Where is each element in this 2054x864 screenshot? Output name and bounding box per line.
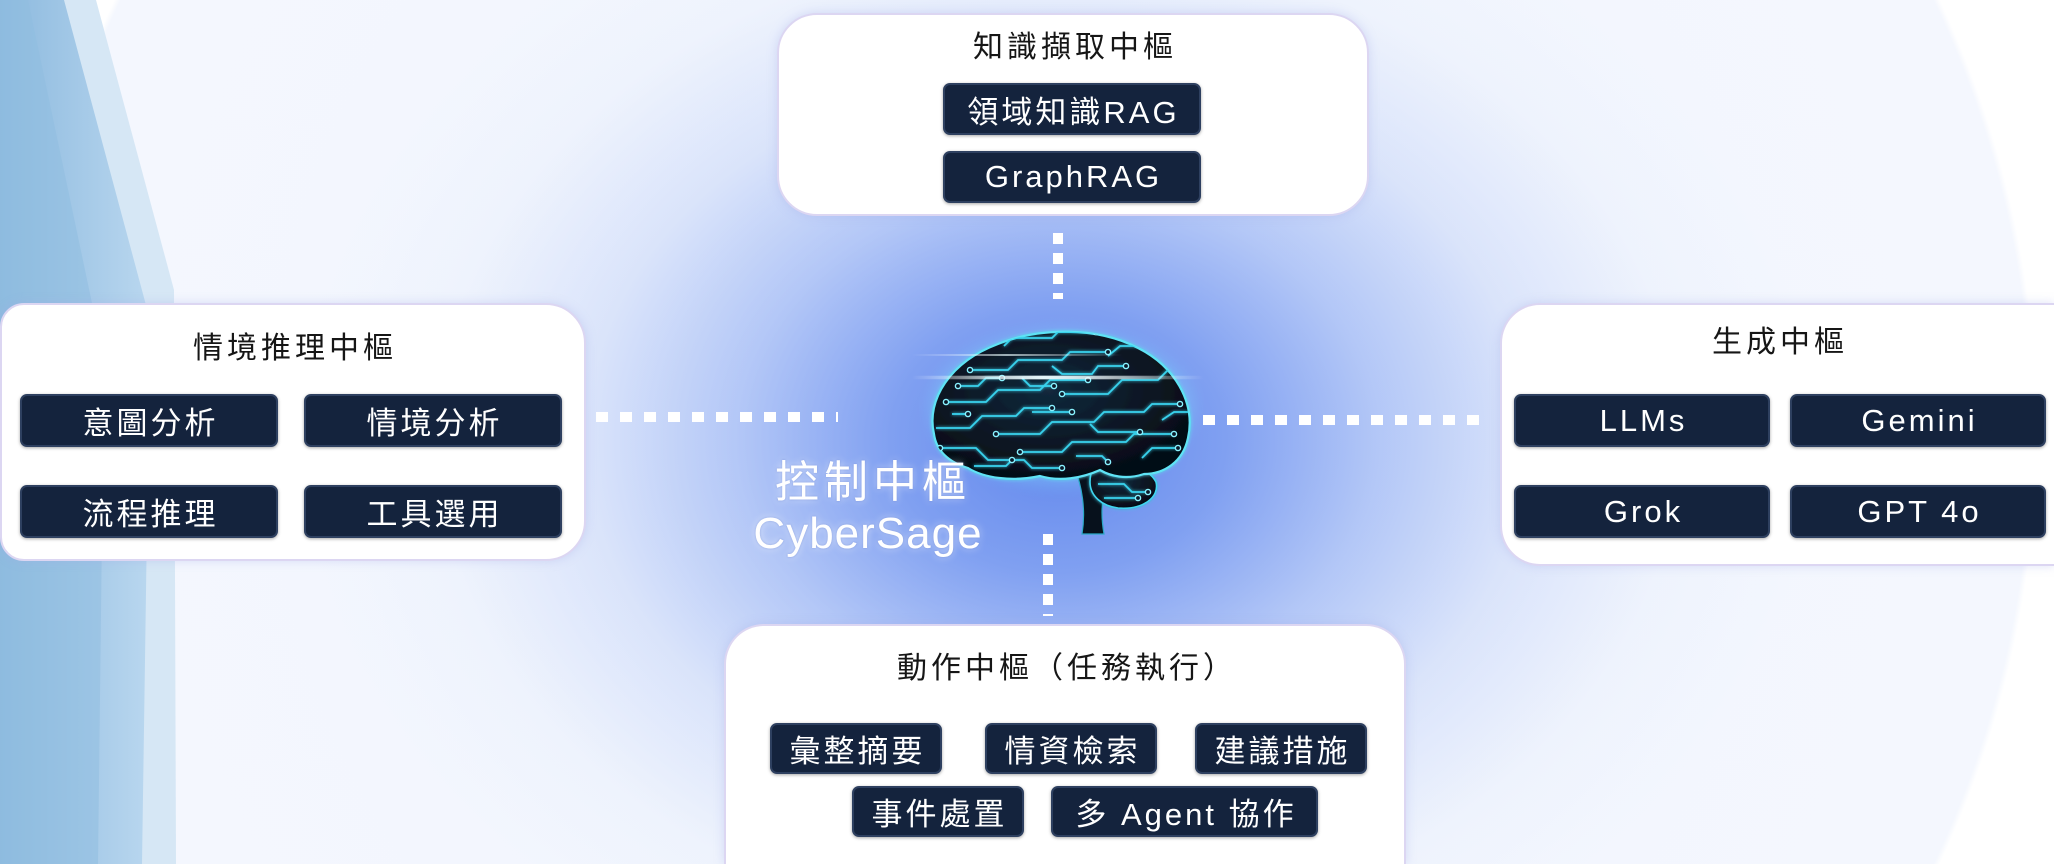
control-hub-title: 控制中樞 [775, 457, 971, 508]
knowledge-hub-title: 知識擷取中樞 [973, 30, 1177, 65]
action-item-multi-agent: 多 Agent 協作 [1051, 786, 1318, 837]
reasoning-hub-title: 情境推理中樞 [193, 331, 397, 366]
action-item-summary: 彙整摘要 [770, 723, 942, 774]
knowledge-item-graphrag: GraphRAG [943, 151, 1201, 203]
reasoning-item-process-reasoning: 流程推理 [20, 485, 278, 538]
generation-item-gemini: Gemini [1790, 394, 2046, 447]
connector-right [1203, 415, 1491, 425]
connector-top [1053, 233, 1063, 299]
connector-bottom [1043, 534, 1053, 616]
control-hub-name: CyberSage [753, 509, 983, 558]
generation-hub-title: 生成中樞 [1712, 325, 1848, 360]
action-hub-title: 動作中樞（任務執行） [897, 651, 1237, 686]
brain-circuit-icon [912, 330, 1204, 535]
generation-item-gpt4o: GPT 4o [1790, 485, 2046, 538]
connector-left [596, 412, 838, 422]
reasoning-hub: 情境推理中樞 意圖分析 情境分析 流程推理 工具選用 [0, 303, 586, 561]
action-hub: 動作中樞（任務執行） 彙整摘要 情資檢索 建議措施 事件處置 多 Agent 協… [724, 624, 1406, 864]
action-item-incident-handling: 事件處置 [852, 786, 1024, 837]
generation-item-llms: LLMs [1514, 394, 1770, 447]
action-item-intel-search: 情資檢索 [985, 723, 1157, 774]
action-item-recommendations: 建議措施 [1195, 723, 1367, 774]
reasoning-item-intent-analysis: 意圖分析 [20, 394, 278, 447]
knowledge-item-domain-rag: 領域知識RAG [943, 83, 1201, 135]
knowledge-hub: 知識擷取中樞 領域知識RAG GraphRAG [777, 13, 1369, 216]
generation-hub: 生成中樞 LLMs Gemini Grok GPT 4o [1500, 303, 2054, 566]
reasoning-item-context-analysis: 情境分析 [304, 394, 562, 447]
reasoning-item-tool-selection: 工具選用 [304, 485, 562, 538]
generation-item-grok: Grok [1514, 485, 1770, 538]
